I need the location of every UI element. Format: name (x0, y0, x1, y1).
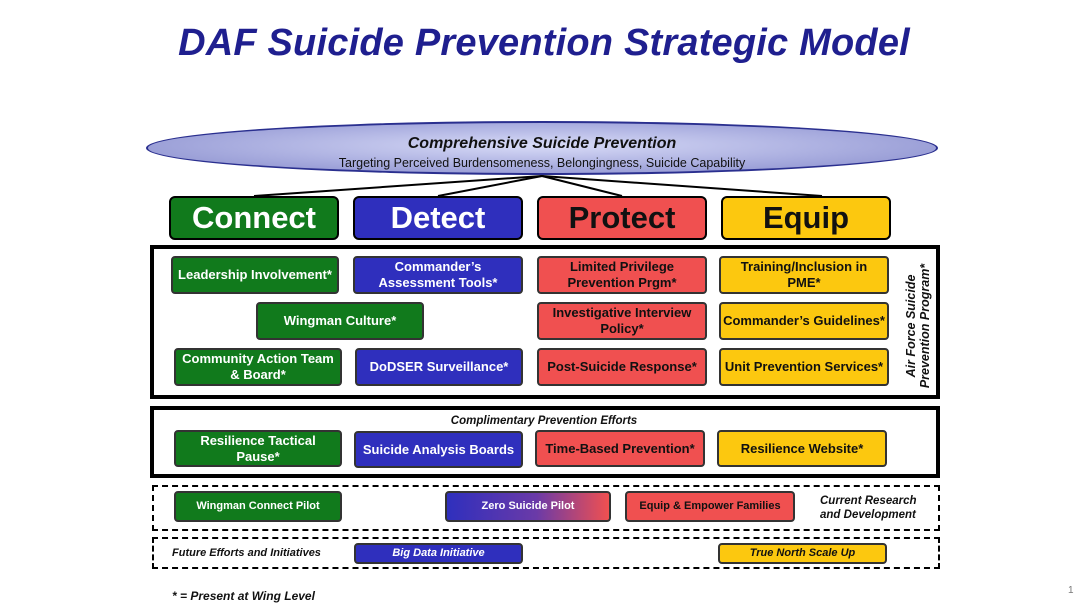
page-number: 1 (1068, 585, 1074, 596)
complementary-label: Complimentary Prevention Efforts (450, 415, 638, 427)
research-label-line1: Current Research (820, 495, 917, 507)
connector-line-equip (541, 175, 823, 197)
complementary-item: Resilience Tactical Pause* (174, 430, 342, 467)
complementary-item: Resilience Website* (717, 430, 887, 467)
protect-item: Limited Privilege Prevention Prgm* (537, 256, 707, 294)
research-label-line2: and Development (820, 509, 916, 521)
complementary-item: Time-Based Prevention* (535, 430, 705, 467)
footnote: * = Present at Wing Level (172, 589, 315, 603)
future-item: True North Scale Up (718, 543, 887, 564)
connect-item: Community Action Team & Board* (174, 348, 342, 386)
research-frame (152, 485, 940, 531)
connect-item: Wingman Culture* (256, 302, 424, 340)
equip-item: Commander’s Guidelines* (719, 302, 889, 340)
program-side-label-line1: Air Force Suicide (904, 274, 918, 378)
complementary-frame (150, 406, 940, 478)
program-side-label-line2: Prevention Program* (918, 263, 932, 389)
protect-item: Post-Suicide Response* (537, 348, 707, 386)
umbrella-title: Comprehensive Suicide Prevention (407, 135, 677, 152)
equip-item: Training/Inclusion in PME* (719, 256, 889, 294)
protect-item: Investigative Interview Policy* (537, 302, 707, 340)
pillar-equip: Equip (721, 196, 891, 240)
future-frame (152, 537, 940, 569)
research-item: Wingman Connect Pilot (174, 491, 342, 522)
detect-item: DoDSER Surveillance* (355, 348, 523, 386)
equip-item: Unit Prevention Services* (719, 348, 889, 386)
future-item: Big Data Initiative (354, 543, 523, 564)
detect-item: Commander’s Assessment Tools* (353, 256, 523, 294)
pillar-connect: Connect (169, 196, 339, 240)
pillar-protect: Protect (537, 196, 707, 240)
research-item: Zero Suicide Pilot (445, 491, 611, 522)
page-title: DAF Suicide Prevention Strategic Model (178, 22, 910, 64)
pillar-detect: Detect (353, 196, 523, 240)
connector-line-connect (253, 175, 543, 197)
connector-line-detect (437, 175, 543, 197)
connect-item: Leadership Involvement* (171, 256, 339, 294)
research-label: Current Research and Development (820, 494, 930, 522)
complementary-item: Suicide Analysis Boards (354, 431, 523, 468)
connector-line-protect (541, 175, 623, 197)
future-label: Future Efforts and Initiatives (172, 547, 321, 559)
umbrella-subtitle: Targeting Perceived Burdensomeness, Belo… (338, 156, 746, 170)
program-side-label: Air Force Suicide Prevention Program* (893, 256, 943, 396)
research-item: Equip & Empower Families (625, 491, 795, 522)
umbrella-ellipse: Comprehensive Suicide Prevention Targeti… (146, 121, 938, 175)
program-frame (150, 245, 940, 399)
